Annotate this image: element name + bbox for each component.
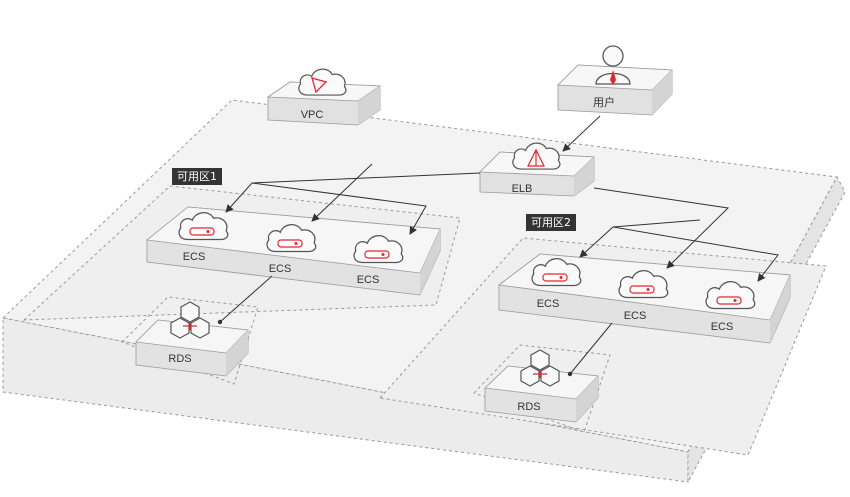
zone1-rds-region (121, 296, 259, 385)
user-icon (595, 45, 631, 85)
zone1-rds-connector-dot (217, 319, 223, 325)
cloud-server-icon (705, 280, 756, 310)
elb-label: ELB (512, 183, 533, 195)
user-to-elb-connector (562, 115, 601, 152)
zone2-rds-label: RDS (517, 401, 540, 413)
zone1-ecs-3-label: ECS (357, 274, 380, 286)
zone1-ecs-1-label: ECS (183, 251, 206, 263)
elb-to-zone1-connectors (225, 163, 481, 235)
zone2-ecs-1: ECS (531, 257, 582, 310)
hexagon-cluster-icon (520, 349, 560, 387)
cloud-triangle-icon (298, 68, 347, 96)
zone1-rds-node: RDS (135, 301, 249, 377)
user-node: 用户 (557, 45, 673, 116)
zone1-ecs-to-rds-connector (219, 275, 273, 323)
zone2-ecs-2: ECS (618, 269, 669, 322)
zone2-title: 可用区2 (531, 216, 571, 229)
zone2-rds-region (473, 344, 611, 433)
zone1-ecs-2-label: ECS (269, 263, 292, 275)
zone2-ecs-1-label: ECS (537, 298, 560, 310)
zone1-rds-label: RDS (168, 353, 191, 365)
zone1-ecs-1: ECS (178, 211, 229, 263)
zone2-ecs-to-rds-connector (569, 322, 613, 375)
zone1-tag: 可用区1 (172, 168, 222, 185)
cloud-server-icon (531, 257, 582, 287)
zone2-rds-connector-dot (567, 371, 573, 377)
zone2-tag: 可用区2 (526, 214, 576, 231)
zone1-ecs-2: ECS (266, 223, 317, 275)
vpc-node: VPC (266, 68, 382, 126)
cloud-server-icon (178, 211, 229, 241)
zone2-ecs-3-label: ECS (711, 321, 734, 333)
cloud-server-icon (266, 223, 317, 253)
zone1-ecs-3: ECS (353, 234, 404, 286)
elb-node: ELB (479, 142, 595, 197)
cloud-server-icon (618, 269, 669, 299)
user-label: 用户 (593, 95, 615, 109)
zone2-rds-node: RDS (484, 349, 599, 423)
hexagon-cluster-icon (170, 301, 210, 339)
zone2-ecs-3: ECS (705, 280, 756, 333)
zone1-title: 可用区1 (177, 170, 217, 183)
vpc-label: VPC (301, 109, 324, 121)
cloud-balance-icon (512, 142, 561, 170)
zone2-ecs-2-label: ECS (624, 310, 647, 322)
cloud-server-icon (353, 234, 404, 264)
elb-to-zone2-connectors (579, 187, 779, 282)
